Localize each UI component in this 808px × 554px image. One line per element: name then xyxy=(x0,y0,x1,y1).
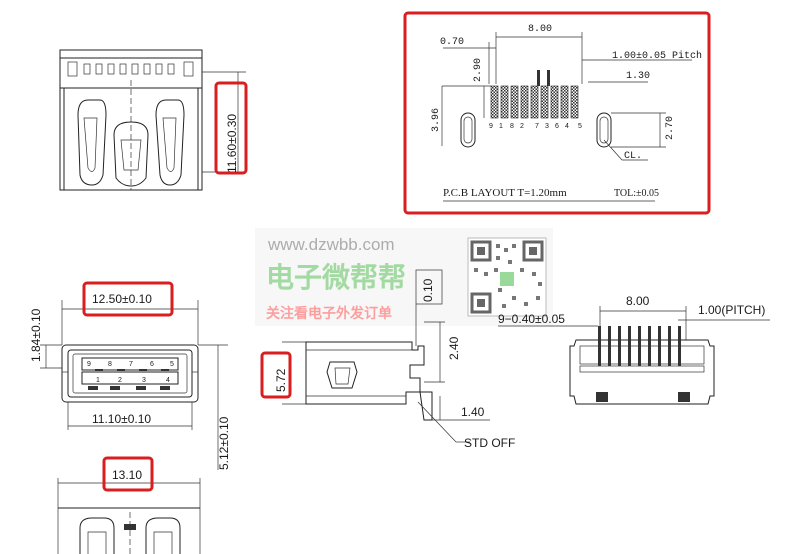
front-outer-width-dim: 12.50±0.10 xyxy=(92,292,152,306)
pcb-pad-number: 8 xyxy=(510,123,514,130)
front-upper-pin-label: 7 xyxy=(129,361,133,368)
rear-body xyxy=(569,339,715,405)
pcb-layout-highlight xyxy=(403,11,711,215)
top-view-pins xyxy=(67,61,194,77)
side-std-off-label: STD OFF xyxy=(464,436,515,450)
pcb-pads xyxy=(490,70,579,119)
side-view: 5.72 0.10 2.40 1.40 STD OFF xyxy=(260,269,515,450)
top-view-height-highlight xyxy=(214,81,248,175)
pcb-width-dim: 8.00 xyxy=(528,24,552,35)
pcb-pad-number: 4 xyxy=(565,123,569,130)
pcb-pad-number: 7 xyxy=(535,123,539,130)
pcb-pad-number: 3 xyxy=(545,123,549,130)
front-outer-width-highlight xyxy=(82,281,174,317)
side-depth-dim: 2.40 xyxy=(447,336,461,360)
front-contacts xyxy=(88,369,170,390)
pcb-pad-number: 2 xyxy=(520,123,524,130)
front-lower-pin-label: 1 xyxy=(96,377,100,384)
front-lower-tongue xyxy=(81,371,179,385)
pcb-slot-height-dim: 2.70 xyxy=(665,116,676,140)
front-upper-pin-label: 9 xyxy=(87,361,91,368)
pcb-layout-panel: 8.00 0.70 1.00±0.05 Pitch 1.30 2.90 xyxy=(403,11,711,215)
rear-view: 8.00 1.00(PITCH) 9−0.40±0.05 xyxy=(498,294,770,405)
watermark-brand: 电子微帮帮 xyxy=(266,261,406,294)
pcb-pad-offset-dim: 1.30 xyxy=(626,71,650,82)
rear-pins xyxy=(598,326,681,366)
front-total-height-dim: 5.12±0.10 xyxy=(217,416,231,470)
front-view: 12.50±0.10 1.84±0.10 9 8 7 6 5 1 2 3 4 xyxy=(29,281,231,470)
rear-pin-spec-dim: 9−0.40±0.05 xyxy=(498,312,565,326)
side-top-dim: 0.10 xyxy=(421,278,435,302)
pcb-tolerance: TOL:±0.05 xyxy=(614,188,659,199)
pcb-left-offset-dim: 0.70 xyxy=(440,37,464,48)
pcb-pad-height-dim: 2.90 xyxy=(473,58,484,82)
rear-pitch-dim: 1.00(PITCH) xyxy=(698,303,765,317)
pcb-right-slot xyxy=(596,112,612,148)
front-upper-pin-label: 5 xyxy=(170,361,174,368)
top-view-height-dim: 11.60±0.30 xyxy=(225,114,239,173)
pcb-pad-number: 5 xyxy=(578,123,582,130)
front-inner-width-dim: 11.10±0.10 xyxy=(92,412,151,426)
side-height-highlight xyxy=(260,351,292,399)
side-body xyxy=(305,341,425,405)
top-view: 11.60±0.30 xyxy=(59,49,248,191)
watermark: www.dzwbb.com 电子微帮帮 关注看电子外发订单 xyxy=(255,228,553,326)
pcb-pad-number: 9 xyxy=(489,123,493,130)
front-lower-pin-label: 2 xyxy=(118,377,122,384)
rear-width-dim: 8.00 xyxy=(626,294,650,308)
pcb-pad-number: 6 xyxy=(555,123,559,130)
pcb-pitch-dim: 1.00±0.05 Pitch xyxy=(612,50,702,62)
bottom-view: 13.10 xyxy=(57,456,201,554)
pcb-pad-number: 1 xyxy=(499,123,503,130)
bottom-width-dim: 13.10 xyxy=(112,468,142,482)
watermark-url: www.dzwbb.com xyxy=(267,235,395,254)
bottom-width-highlight xyxy=(102,456,154,492)
pcb-caption: P.C.B LAYOUT T=1.20mm xyxy=(443,187,567,199)
pcb-left-slot xyxy=(460,112,476,148)
front-upper-pin-label: 6 xyxy=(150,361,154,368)
front-upper-pin-label: 8 xyxy=(108,361,112,368)
qr-code xyxy=(467,237,547,317)
watermark-subtitle: 关注看电子外发订单 xyxy=(266,305,392,322)
front-height-dim: 1.84±0.10 xyxy=(29,308,43,362)
front-upper-tongue xyxy=(81,357,179,371)
front-shell xyxy=(61,344,199,403)
side-latch xyxy=(326,361,358,389)
pcb-side-height-dim: 3.96 xyxy=(431,108,442,132)
front-lower-pin-label: 3 xyxy=(142,377,146,384)
front-lower-pin-label: 4 xyxy=(166,377,170,384)
pcb-centerline-label: CL. xyxy=(624,151,642,162)
side-foot-dim: 1.40 xyxy=(461,405,485,419)
side-height-dim: 5.72 xyxy=(274,368,288,392)
